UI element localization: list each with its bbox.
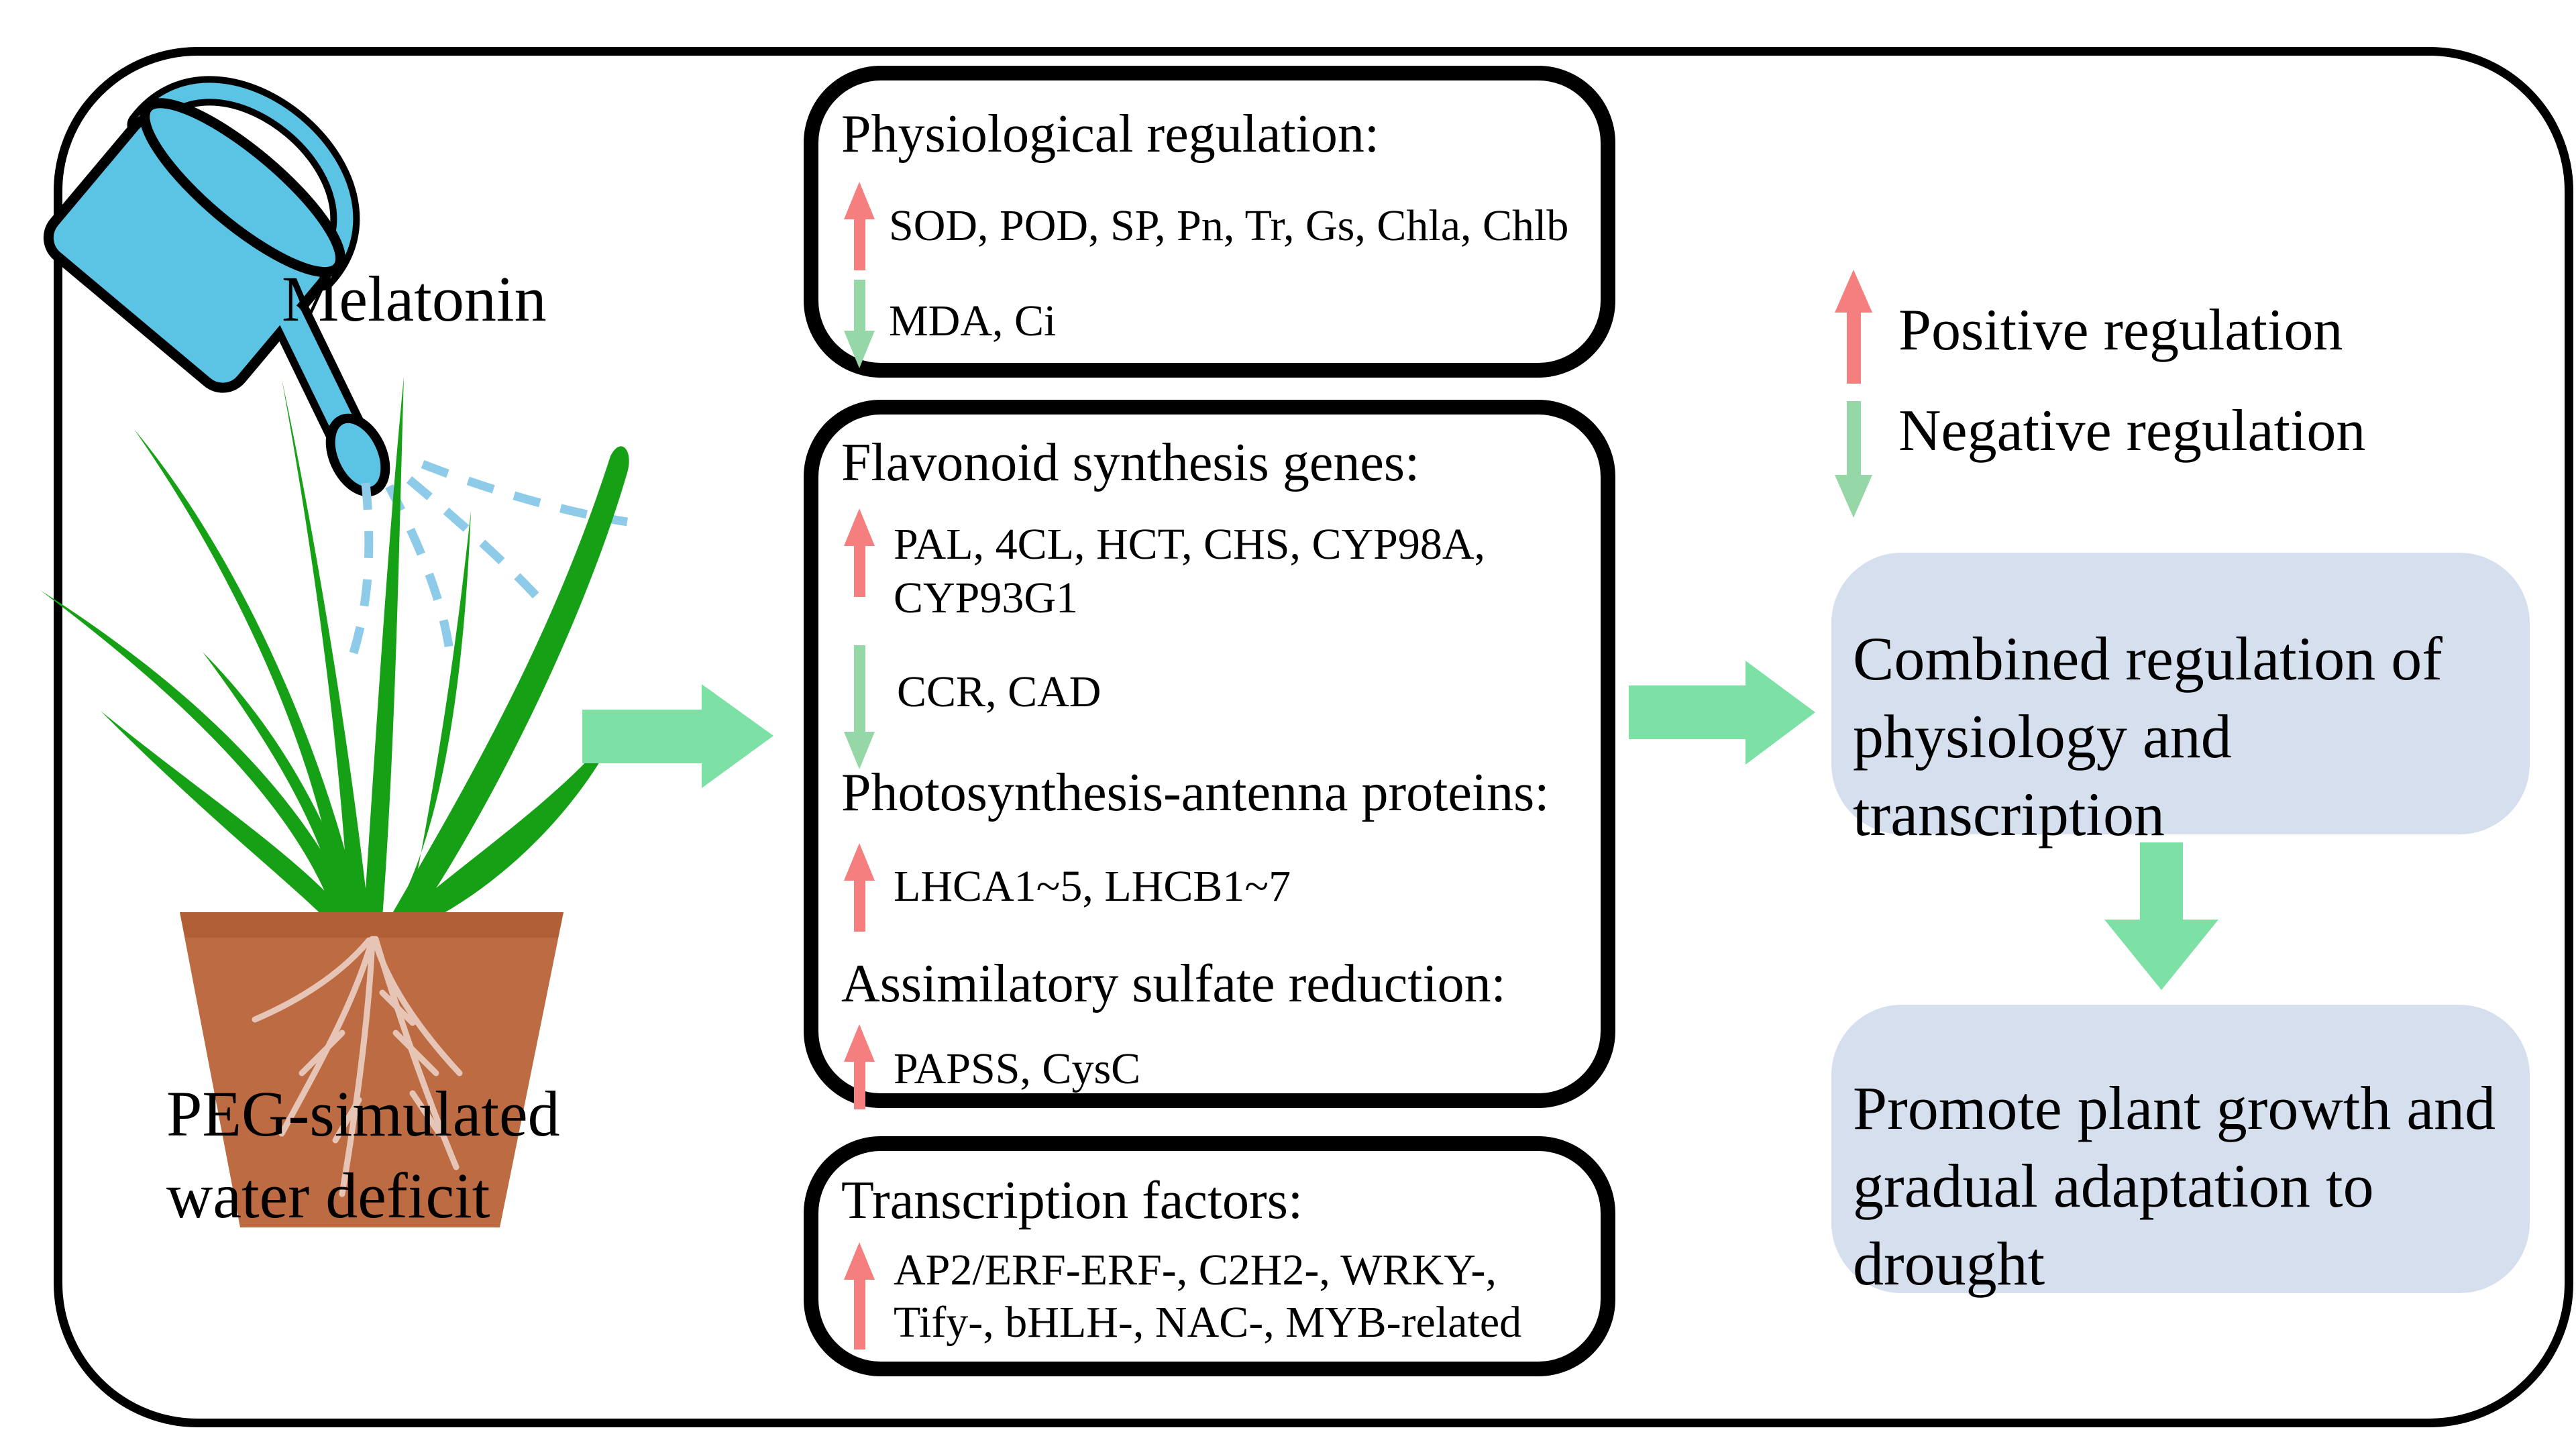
up-arrow-icon [844, 1024, 875, 1109]
legend-positive-label: Positive regulation [1898, 297, 2343, 363]
can-rose [325, 413, 390, 497]
can-lid [140, 98, 346, 278]
watering-can-icon [43, 76, 628, 659]
physiological-downregulated-items: MDA, Ci [889, 296, 1057, 345]
combined-regulation-box: Combined regulation of physiology and tr… [1831, 553, 2530, 848]
transcription-factors-box: Transcription factors: AP2/ERF-ERF-, C2H… [804, 1136, 1615, 1376]
plant-icon [40, 377, 629, 1227]
can-handle [133, 82, 354, 284]
up-arrow-icon [844, 1242, 875, 1350]
figure-outer-border [54, 47, 2573, 1427]
up-arrow-icon [844, 182, 875, 270]
melatonin-label: Melatonin [282, 262, 547, 335]
up-arrow-icon [844, 843, 875, 932]
flow-arrow-plant-to-pathways-icon [582, 684, 773, 788]
physiological-upregulated-items: SOD, POD, SP, Pn, Tr, Gs, Chla, Chlb [889, 201, 1569, 250]
down-arrow-icon [844, 645, 875, 769]
flow-arrow-combined-to-promote-icon [2104, 842, 2218, 990]
combined-regulation-text: Combined regulation of physiology and tr… [1853, 624, 2443, 848]
up-arrow-icon [844, 508, 875, 597]
pot-icon [180, 912, 564, 1227]
photosynthesis-title: Photosynthesis-antenna proteins: [841, 763, 1550, 822]
promote-growth-box: Promote plant growth and gradual adaptat… [1831, 1005, 2530, 1298]
tf-upregulated-line1: AP2/ERF-ERF-, C2H2-, WRKY-, [894, 1246, 1497, 1295]
plant-leaves [40, 377, 629, 926]
flavonoid-downregulated-items: CCR, CAD [897, 667, 1102, 716]
photosynthesis-upregulated-items: LHCA1~5, LHCB1~7 [894, 862, 1291, 911]
sulfate-upregulated-items: PAPSS, CysC [894, 1044, 1141, 1093]
tf-upregulated-line2: Tify-, bHLH-, NAC-, MYB-related [894, 1298, 1522, 1347]
sulfate-title: Assimilatory sulfate reduction: [841, 954, 1506, 1013]
physiological-box-title: Physiological regulation: [841, 104, 1380, 164]
water-spray-icon [347, 459, 628, 659]
peg-label: PEG-simulated water deficit [166, 1073, 560, 1237]
flavonoid-upregulated-line1: PAL, 4CL, HCT, CHS, CYP98A, [894, 520, 1486, 569]
peg-label-line1: PEG-simulated [166, 1078, 560, 1150]
peg-label-line2: water deficit [166, 1160, 490, 1231]
legend-negative-label: Negative regulation [1898, 398, 2366, 463]
pathways-box: Flavonoid synthesis genes: PAL, 4CL, HCT… [804, 400, 1615, 1109]
physiological-regulation-box: Physiological regulation: SOD, POD, SP, … [804, 66, 1615, 378]
legend-positive-arrow-icon [1835, 270, 1872, 384]
promote-growth-text: Promote plant growth and gradual adaptat… [1853, 1074, 2496, 1298]
flow-arrow-pathways-to-combined-icon [1629, 661, 1815, 765]
tf-box-title: Transcription factors: [841, 1170, 1303, 1230]
down-arrow-icon [844, 280, 875, 368]
flavonoid-title: Flavonoid synthesis genes: [841, 433, 1420, 492]
flavonoid-upregulated-line2: CYP93G1 [894, 573, 1079, 622]
plant-roots [252, 936, 463, 1197]
pot-rim [180, 912, 564, 938]
legend-negative-arrow-icon [1835, 401, 1872, 518]
